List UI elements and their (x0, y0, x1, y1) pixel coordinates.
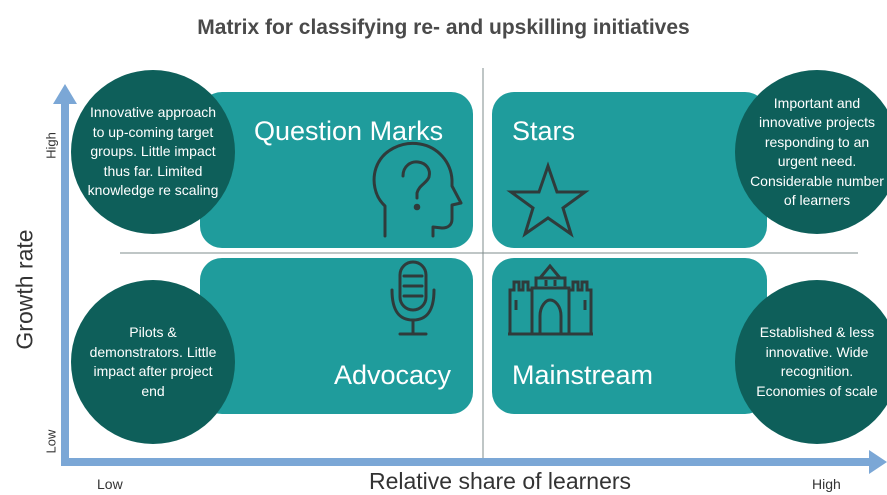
quadrant-label-stars: Stars (512, 116, 576, 146)
quadrant-label-mainstream: Mainstream (512, 360, 654, 390)
microphone-icon (390, 260, 436, 336)
note-text-question-marks: Innovative approach to up-coming target … (87, 104, 219, 199)
note-text-advocacy: Pilots & demonstrators. Little impact af… (89, 324, 217, 399)
quadrant-label-advocacy: Advocacy (334, 360, 452, 390)
star-icon (506, 161, 590, 238)
note-text-mainstream: Established & less innovative. Wide reco… (756, 324, 878, 399)
y-axis-arrow (53, 84, 77, 466)
x-axis-high-label: High (812, 476, 841, 492)
quadrant-stars (492, 92, 767, 248)
note-circle-question-marks: Innovative approach to up-coming target … (71, 70, 235, 234)
x-axis-label: Relative share of learners (368, 468, 632, 494)
y-axis-label: Growth rate (11, 229, 38, 350)
x-axis-low-label: Low (97, 476, 123, 492)
quadrant-label-question-marks: Question Marks (254, 116, 444, 146)
y-axis-high-label: High (43, 132, 59, 159)
note-circle-advocacy: Pilots & demonstrators. Little impact af… (71, 280, 235, 444)
page-title: Matrix for classifying re- and upskillin… (197, 16, 690, 39)
quadrant-mainstream (492, 258, 767, 414)
castle-icon (508, 263, 593, 336)
note-text-stars: Important and innovative projects respon… (750, 94, 884, 209)
note-circle-mainstream: Established & less innovative. Wide reco… (735, 280, 887, 444)
x-axis-arrow (61, 450, 887, 474)
head-question-icon (372, 141, 463, 238)
y-axis-low-label: Low (43, 429, 59, 454)
note-circle-stars: Important and innovative projects respon… (735, 70, 887, 234)
